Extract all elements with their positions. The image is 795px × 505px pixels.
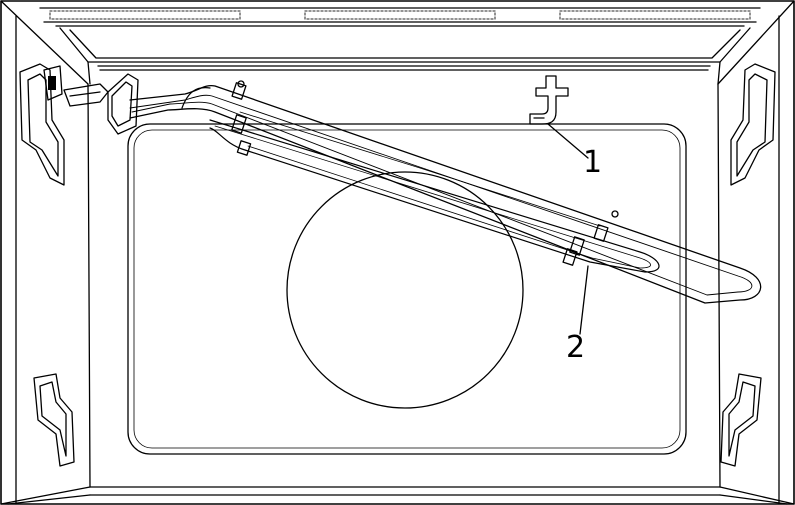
right-lower-rail xyxy=(720,373,762,467)
cavity-ceiling xyxy=(39,7,761,85)
right-upper-rail xyxy=(730,63,776,186)
vent-grille-right xyxy=(559,10,751,20)
heating-element xyxy=(129,80,762,304)
left-lower-rail xyxy=(33,373,75,467)
callout-label-1: 1 xyxy=(583,145,603,180)
back-wall-panel-inner xyxy=(133,129,681,449)
part-1-hook-bracket xyxy=(529,75,569,125)
leader-line-1 xyxy=(547,123,589,159)
vent-grille-center xyxy=(304,10,496,20)
turntable xyxy=(286,171,524,409)
element-terminal xyxy=(43,65,139,135)
callout-label-2: 2 xyxy=(566,330,586,365)
leader-line-2 xyxy=(579,265,589,335)
back-wall-panel xyxy=(127,123,687,455)
left-upper-rail xyxy=(19,63,65,186)
vent-grille-left xyxy=(49,10,241,20)
